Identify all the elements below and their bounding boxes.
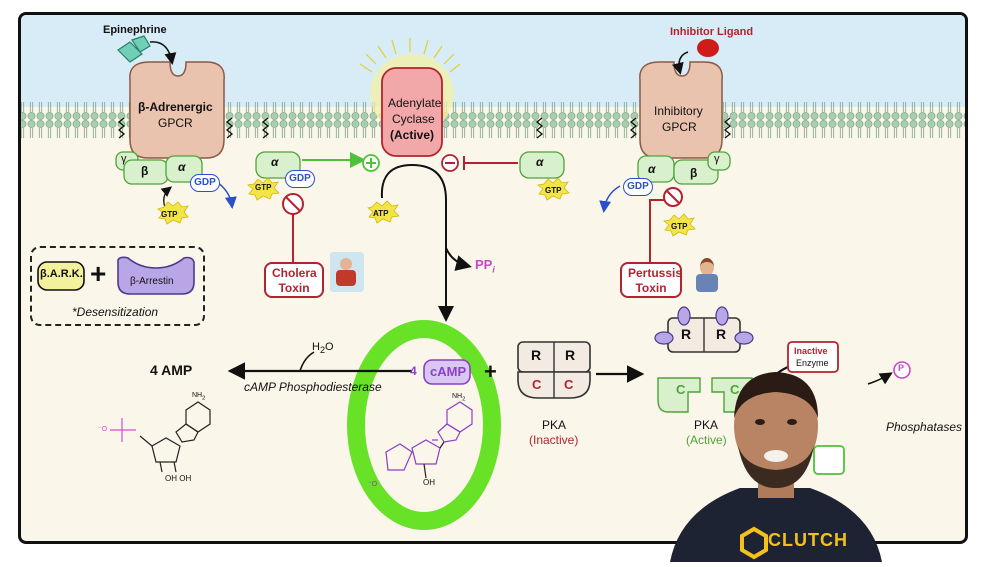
camp-o-label: ⁻O	[368, 481, 378, 488]
pka-active-state: (Active)	[686, 433, 727, 447]
gdp-badge-2: GDP	[285, 170, 315, 188]
camp-label: cAMP	[430, 364, 467, 379]
plus-sign-2: +	[484, 359, 497, 384]
adenylate-label: Adenylate	[388, 96, 442, 110]
gtp-label-1: GTP	[161, 210, 178, 219]
amp-structure	[139, 401, 211, 473]
four-amp-label: 4 AMP	[150, 362, 193, 378]
phosphatases-label: Phosphatases	[886, 420, 963, 434]
oh-label: OH	[423, 478, 435, 487]
b-adrenergic-gpcr	[117, 35, 225, 159]
camp-number: 4	[410, 364, 417, 378]
phosphate-o-label: ⁻O	[98, 426, 108, 433]
bark-shape	[37, 261, 85, 291]
pka-r-1: R	[531, 347, 542, 363]
camp-highlight	[347, 320, 501, 530]
gamma-label-1: γ	[121, 153, 127, 165]
alpha-label-3: α	[536, 155, 544, 169]
pka-active-shape	[654, 306, 754, 413]
beta-label-1: β	[141, 164, 149, 178]
alpha-label-1: α	[178, 160, 186, 174]
inhibitor-ligand-label: Inhibitor Ligand	[670, 26, 754, 38]
gdp-badge-3: GDP	[623, 178, 653, 196]
pka-r-2: R	[565, 347, 576, 363]
pka-active-c-1: C	[676, 382, 686, 397]
pka-inactive-state: (Inactive)	[529, 433, 579, 447]
alpha-label-2: α	[271, 155, 279, 169]
phosphate-circle-label: P	[898, 363, 905, 373]
plus-sign: +	[90, 258, 107, 289]
pka-active-label: PKA	[694, 418, 719, 432]
water-label: H2O	[312, 341, 334, 356]
gtp-label-3: GTP	[545, 186, 562, 195]
arrestin-label: β-Arrestin	[130, 276, 174, 287]
stimulatory-g-protein	[115, 151, 203, 185]
inactive-enzyme-label: Inactive	[794, 346, 828, 356]
coughing-person-image	[690, 256, 724, 294]
beta-label-2: β	[690, 166, 698, 180]
ppi-label: PPi	[475, 257, 495, 275]
b-adrenergic-label: β-Adrenergic	[138, 100, 213, 114]
nh2-label-2: NH2	[452, 393, 466, 403]
pka-active-r-1: R	[681, 326, 692, 342]
arrestin-shape	[117, 256, 195, 295]
pka-c-2: C	[564, 377, 574, 392]
gdp-badge-1: GDP	[190, 174, 220, 192]
b-adrenergic-gpcr-label: GPCR	[158, 116, 193, 130]
desensitization-label: *Desensitization	[72, 305, 159, 319]
pka-inactive-shape	[517, 341, 591, 399]
active-label: (Active)	[390, 128, 435, 142]
alpha-label-4: α	[648, 162, 656, 176]
inhibitory-g-alpha	[519, 151, 565, 179]
presenter-video: CLUTCH	[650, 360, 900, 562]
nh2-label-1: NH2	[192, 392, 206, 402]
phosphodiesterase-label: cAMP Phosphodiesterase	[244, 380, 382, 394]
camp-structure	[385, 401, 473, 471]
adenylate-cyclase	[359, 38, 461, 157]
oh-oh-label: OH OH	[165, 474, 192, 483]
inhibitory-label: Inhibitory	[654, 104, 703, 118]
gtp-label-2: GTP	[255, 183, 272, 192]
cyclase-label: Cyclase	[392, 112, 435, 126]
epinephrine-label: Epinephrine	[103, 24, 167, 36]
gtp-burst-1	[157, 201, 189, 225]
pka-inactive-label: PKA	[542, 418, 567, 432]
gtp-label-4: GTP	[671, 222, 688, 231]
inhibitory-g-protein	[637, 151, 731, 185]
gamma-label-2: γ	[714, 153, 720, 165]
pka-c-1: C	[532, 377, 542, 392]
bark-label: β.A.R.K.	[40, 268, 83, 280]
inhibitory-gpcr	[639, 39, 723, 159]
desensitization-box	[30, 246, 205, 326]
sick-person-image	[330, 252, 364, 292]
pka-active-c-2: C	[730, 382, 740, 397]
inhibitory-gpcr-label: GPCR	[662, 120, 697, 134]
pka-active-r-2: R	[716, 326, 727, 342]
atp-label: ATP	[373, 209, 389, 218]
shirt-logo-text: CLUTCH	[768, 530, 848, 550]
enzyme-label: Enzyme	[796, 358, 829, 368]
